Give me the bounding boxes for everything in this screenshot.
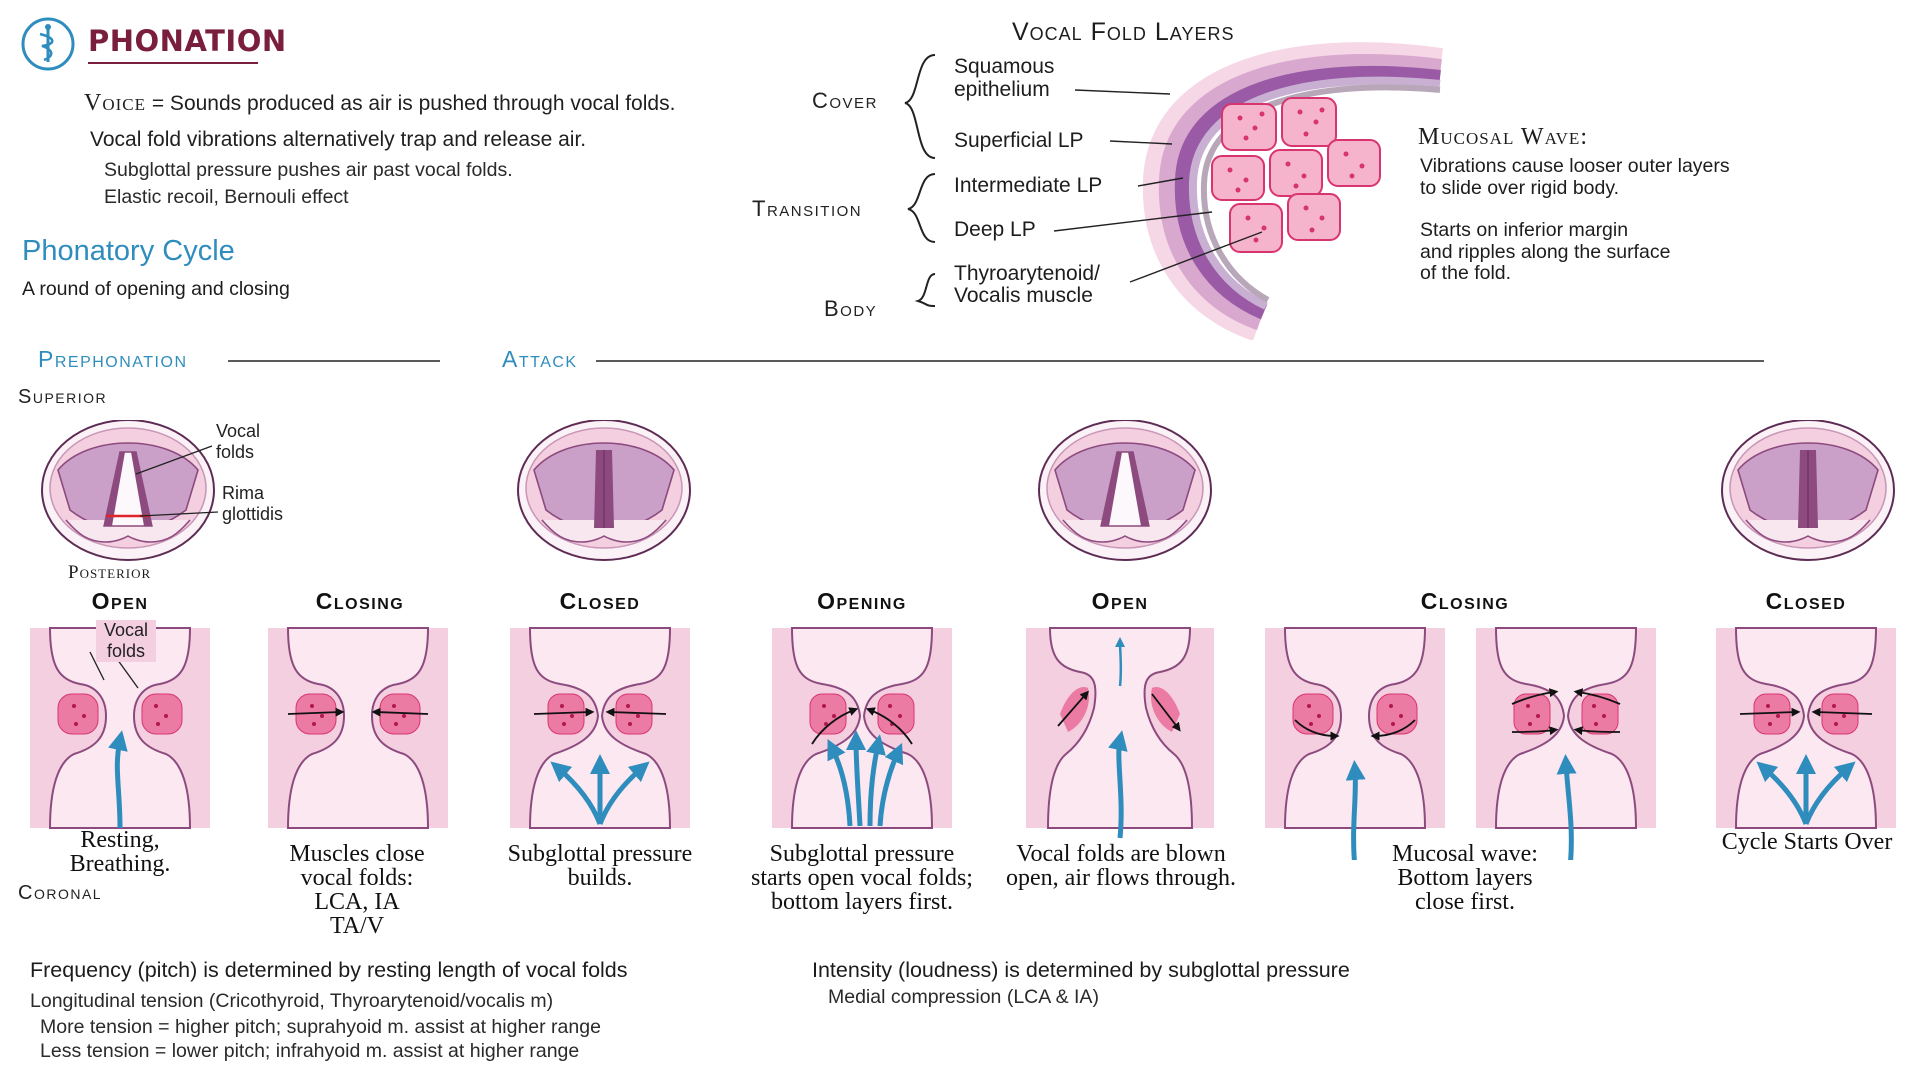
caption-4-line-3: bottom layers first. (771, 889, 953, 915)
mucosal-line-2: to slide over rigid body. (1420, 177, 1620, 199)
view-coronal: Coronal (18, 882, 103, 904)
more-tension-text: More tension = higher pitch; suprahyoid … (40, 1016, 601, 1038)
voice-def-text: = Sounds produced as air is pushed throu… (146, 92, 676, 115)
superior-closed-2 (1721, 420, 1895, 561)
page-title: PHONATION (88, 24, 287, 58)
caption-2-line-1: Muscles close (289, 841, 425, 867)
mucosal-line-3: Starts on inferior margin (1420, 219, 1629, 241)
group-cover: Cover (812, 88, 878, 113)
title-underline (88, 62, 258, 64)
caption-stage-1: Resting, Breathing. (30, 828, 210, 876)
layer-deep-lp: Deep LP (954, 218, 1036, 241)
caption-1-line-2: Breathing. (69, 851, 171, 877)
anno-rima: Rima (222, 483, 265, 503)
mucosal-wave-title: Mucosal Wave: (1418, 124, 1588, 150)
voice-term: Voice (84, 90, 146, 116)
attack-divider (596, 360, 1764, 362)
coronal-closed-1 (509, 627, 691, 829)
voice-definition: Voice = Sounds produced as air is pushed… (84, 90, 675, 117)
medial-text: Medial compression (LCA & IA) (828, 986, 1099, 1008)
layer-thyroarytenoid: Thyroarytenoid/ (954, 262, 1100, 285)
mucosal-line-4: and ripples along the surface (1420, 241, 1671, 263)
caption-1-line-1: Resting, (80, 827, 160, 853)
section-attack: Attack (502, 346, 578, 372)
layer-superficial-lp: Superficial LP (954, 129, 1084, 152)
coronal-opening (771, 627, 953, 829)
stage-label-opening: Opening (817, 588, 907, 614)
subglottal-text: Subglottal pressure pushes air past voca… (104, 159, 513, 181)
caption-stage-3: Subglottal pressure builds. (490, 842, 710, 890)
caption-stage-6: Mucosal wave: Bottom layers close first. (1370, 842, 1560, 914)
caption-stage-5: Vocal folds are blown open, air flows th… (996, 842, 1246, 890)
recoil-text: Elastic recoil, Bernouli effect (104, 186, 349, 208)
group-body: Body (824, 296, 878, 321)
phonatory-cycle-subtitle: A round of opening and closing (22, 278, 290, 300)
caption-stage-2: Muscles close vocal folds: LCA, IA TA/V (262, 842, 452, 938)
phonatory-cycle-title: Phonatory Cycle (22, 235, 235, 267)
stage-label-closed-1: Closed (559, 588, 641, 614)
coronal-anno-folds: folds (96, 641, 156, 662)
coronal-open-2 (1026, 627, 1214, 839)
caption-6-line-2: Bottom layers (1397, 865, 1533, 891)
section-prephonation: Prephonation (38, 346, 188, 372)
coronal-views (29, 627, 1897, 860)
caption-7-line-1: Cycle Starts Over (1721, 829, 1893, 855)
anno-glottidis: glottidis (222, 504, 284, 524)
view-superior: Superior (18, 386, 108, 408)
coronal-anno-vocal: Vocal (96, 620, 156, 641)
caption-2-line-4: TA/V (329, 913, 385, 939)
caption-6-line-3: close first. (1415, 889, 1515, 915)
vocal-fold-layers-diagram (904, 42, 1444, 340)
frequency-heading: Frequency (pitch) is determined by resti… (30, 958, 628, 982)
layers-title: Vocal Fold Layers (1012, 18, 1235, 46)
caption-2-line-3: LCA, IA (314, 889, 400, 915)
mucosal-line-5: of the fold. (1420, 262, 1512, 284)
less-tension-text: Less tension = lower pitch; infrahyoid m… (40, 1040, 580, 1062)
caption-5-line-2: open, air flows through. (1006, 865, 1236, 891)
stage-label-open-1: Open (91, 588, 149, 614)
caption-stage-4: Subglottal pressure starts open vocal fo… (737, 842, 987, 914)
caption-2-line-2: vocal folds: (300, 865, 414, 891)
caption-6-line-1: Mucosal wave: (1392, 841, 1538, 867)
view-posterior: Posterior (68, 562, 152, 583)
caption-3-line-2: builds. (567, 865, 633, 891)
caduceus-logo-icon (21, 17, 75, 71)
anno-folds: folds (216, 442, 255, 462)
coronal-closing-2a (1264, 627, 1446, 860)
stage-label-closing-2: Closing (1420, 588, 1510, 614)
mucosal-line-1: Vibrations cause looser outer layers (1420, 155, 1730, 177)
intensity-heading: Intensity (loudness) is determined by su… (812, 958, 1350, 982)
coronal-closed-2 (1715, 627, 1897, 829)
vibration-text: Vocal fold vibrations alternatively trap… (90, 128, 587, 151)
stage-label-open-2: Open (1091, 588, 1149, 614)
coronal-closing-2b (1475, 627, 1657, 860)
superior-views (41, 420, 1895, 561)
group-transition: Transition (752, 196, 863, 221)
superior-closed-1 (517, 420, 691, 561)
coronal-closing-1 (267, 627, 449, 829)
anno-vocal: Vocal (216, 421, 261, 441)
stage-label-closing-1: Closing (315, 588, 405, 614)
layer-epithelium: epithelium (954, 78, 1050, 101)
caption-4-line-2: starts open vocal folds; (751, 865, 973, 891)
caption-stage-7: Cycle Starts Over (1712, 830, 1902, 854)
stage-label-closed-2: Closed (1765, 588, 1847, 614)
caption-3-line-1: Subglottal pressure (507, 841, 693, 867)
longitudinal-text: Longitudinal tension (Cricothyroid, Thyr… (30, 990, 554, 1012)
layer-intermediate-lp: Intermediate LP (954, 174, 1103, 197)
layer-vocalis: Vocalis muscle (954, 284, 1093, 307)
layer-squamous: Squamous (954, 55, 1055, 78)
prephonation-divider (228, 360, 440, 362)
caption-5-line-1: Vocal folds are blown (1016, 841, 1226, 867)
caption-4-line-1: Subglottal pressure (769, 841, 955, 867)
superior-prephonation-open (41, 420, 215, 561)
superior-open (1038, 420, 1212, 561)
